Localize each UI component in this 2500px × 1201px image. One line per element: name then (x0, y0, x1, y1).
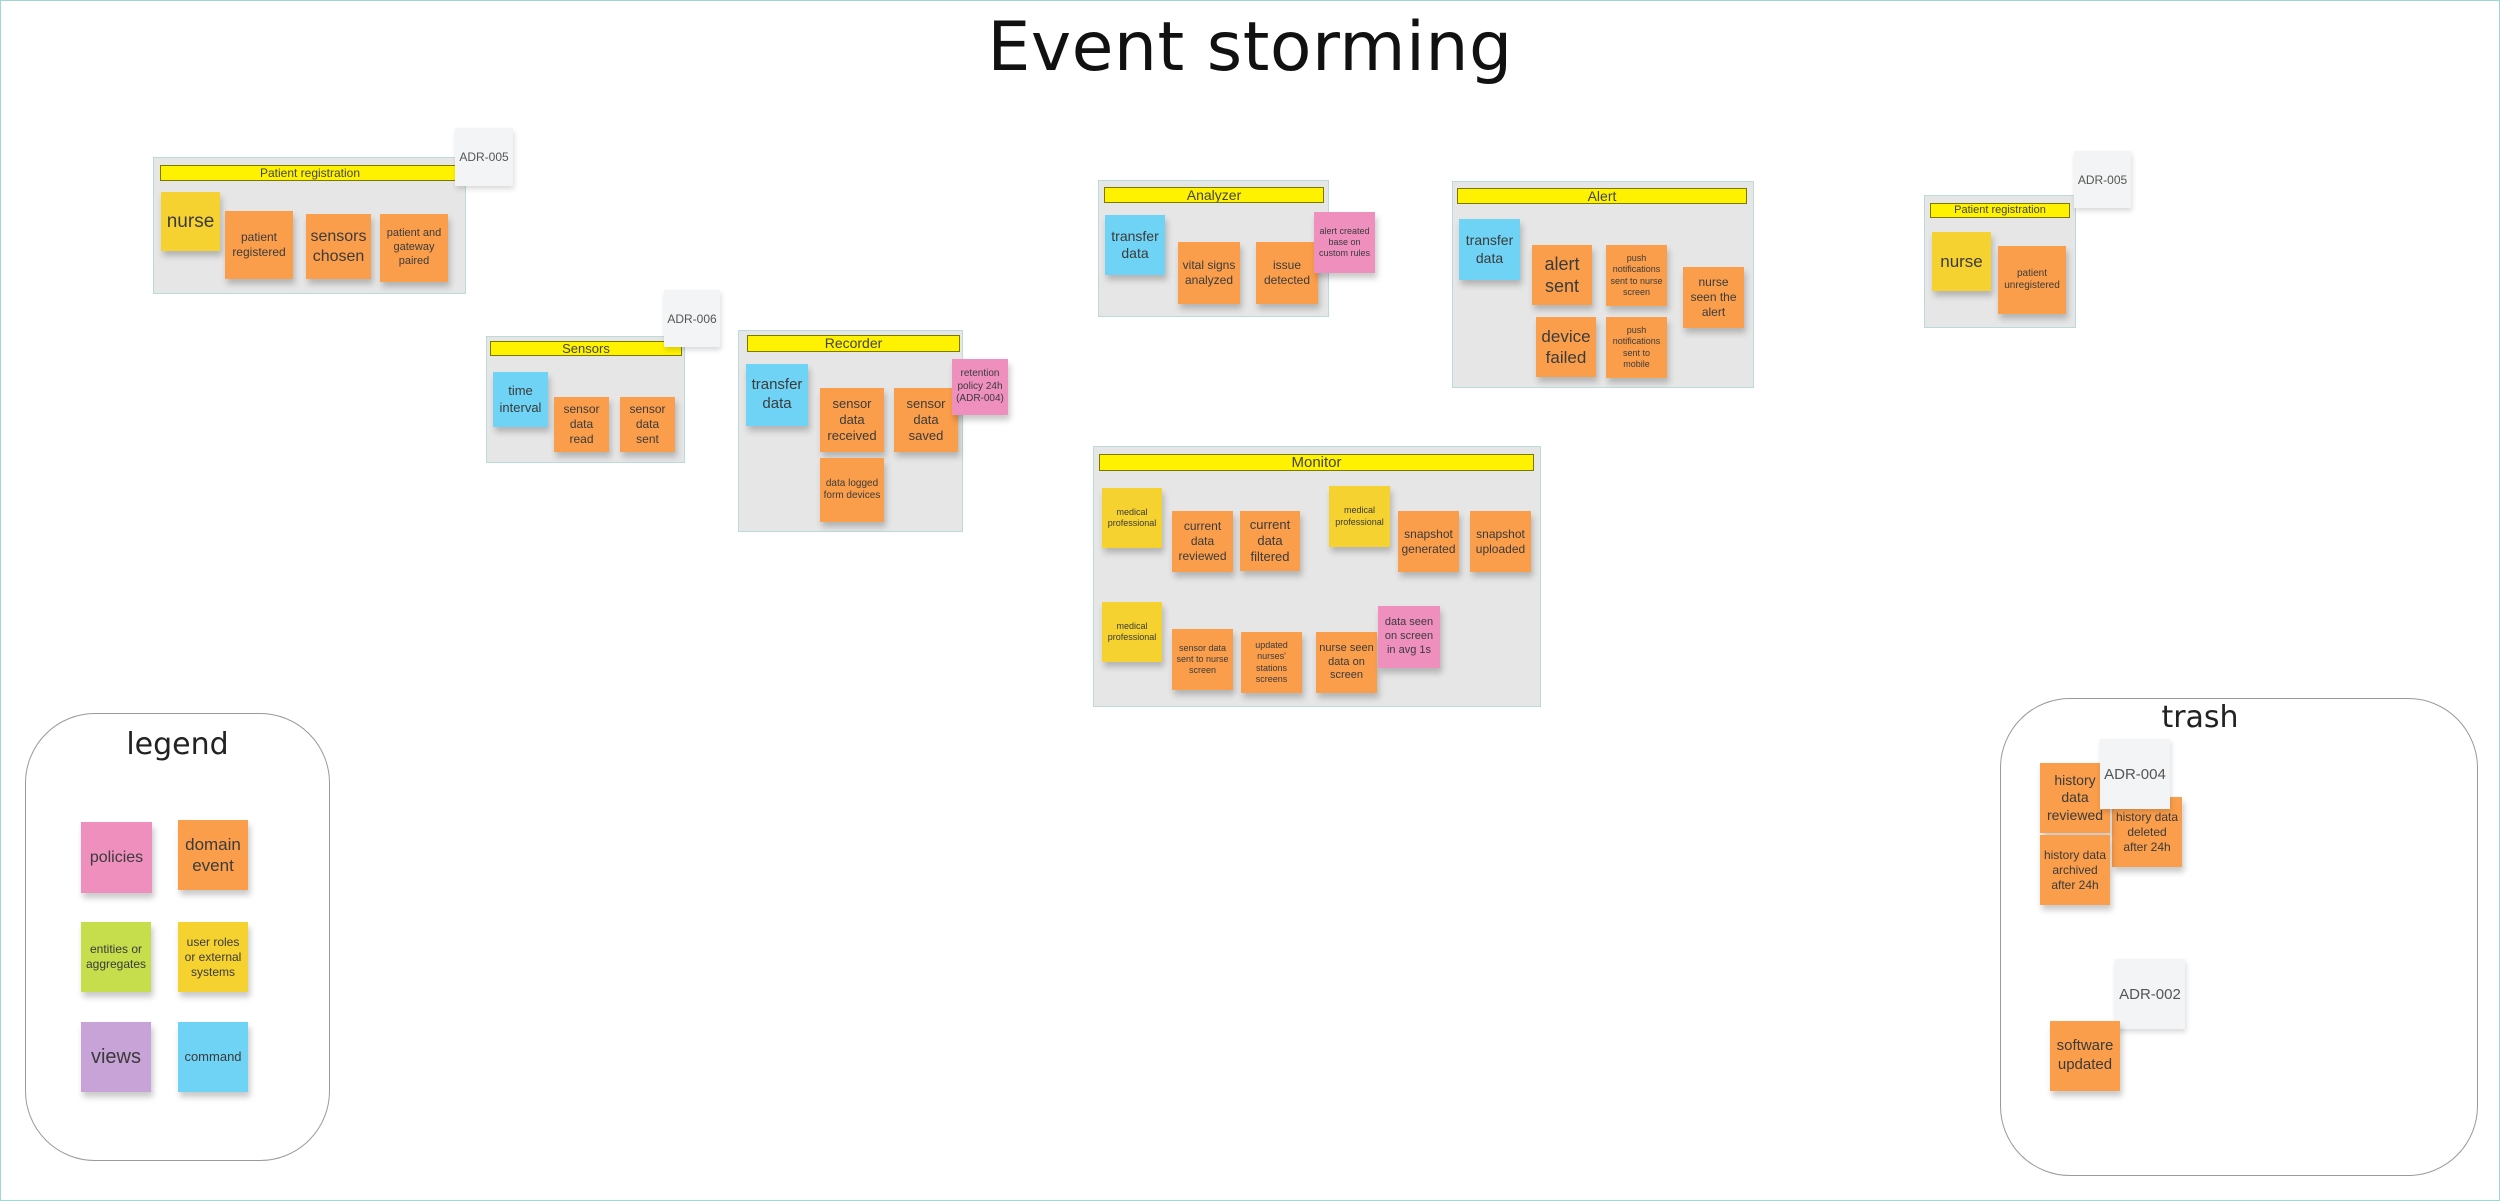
policy-note[interactable]: data seen on screen in avg 1s (1378, 606, 1440, 668)
policy-note[interactable]: retention policy 24h (ADR-004) (952, 359, 1008, 415)
legend-command-note: command (178, 1022, 248, 1092)
legend-entities-note: entities or aggregates (81, 922, 151, 992)
domain-event-note[interactable]: history data archived after 24h (2040, 835, 2110, 905)
user-role-note[interactable]: medical professional (1102, 488, 1162, 548)
legend-region (25, 713, 330, 1161)
domain-event-note[interactable]: patient and gateway paired (380, 214, 448, 282)
domain-event-note[interactable]: sensor data sent to nurse screen (1172, 629, 1233, 690)
trash-region (2000, 698, 2478, 1176)
adr-note[interactable]: ADR-005 (455, 128, 513, 186)
policy-note[interactable]: alert created base on custom rules (1314, 212, 1375, 273)
domain-event-note[interactable]: software updated (2050, 1021, 2120, 1091)
user-role-note[interactable]: medical professional (1329, 486, 1390, 547)
frame-label-sensors: Sensors (490, 341, 682, 356)
domain-event-note[interactable]: nurse seen data on screen (1316, 632, 1377, 693)
user-role-note[interactable]: nurse (161, 192, 220, 251)
domain-event-note[interactable]: sensor data read (554, 397, 609, 452)
command-note[interactable]: transfer data (746, 364, 808, 426)
domain-event-note[interactable]: vital signs analyzed (1178, 242, 1240, 304)
board-title: Event storming (987, 8, 1513, 87)
domain-event-note[interactable]: current data filtered (1240, 511, 1300, 571)
frame-label-analyzer: Analyzer (1104, 187, 1324, 203)
domain-event-note[interactable]: snapshot uploaded (1470, 511, 1531, 572)
user-role-note[interactable]: medical professional (1102, 602, 1162, 662)
domain-event-note[interactable]: device failed (1536, 317, 1596, 377)
domain-event-note[interactable]: sensor data sent (620, 397, 675, 452)
adr-note[interactable]: ADR-006 (664, 290, 720, 347)
command-note[interactable]: transfer data (1105, 215, 1165, 275)
frame-label-patient-registration: Patient registration (1930, 203, 2070, 218)
domain-event-note[interactable]: snapshot generated (1398, 511, 1459, 572)
user-role-note[interactable]: nurse (1932, 232, 1991, 291)
domain-event-note[interactable]: push notifications sent to mobile (1606, 317, 1667, 378)
domain-event-note[interactable]: history data reviewed (2040, 763, 2110, 833)
domain-event-note[interactable]: data logged form devices (820, 458, 884, 522)
domain-event-note[interactable]: issue detected (1256, 242, 1318, 304)
domain-event-note[interactable]: alert sent (1532, 245, 1592, 305)
command-note[interactable]: time interval (493, 372, 548, 427)
domain-event-note[interactable]: sensor data received (820, 388, 884, 452)
frame-label-patient-registration: Patient registration (160, 165, 460, 181)
domain-event-note[interactable]: push notifications sent to nurse screen (1606, 245, 1667, 306)
domain-event-note[interactable]: current data reviewed (1172, 511, 1233, 572)
legend-title: legend (126, 727, 229, 762)
legend-domain-event-note: domain event (178, 820, 248, 890)
command-note[interactable]: transfer data (1459, 219, 1520, 280)
domain-event-note[interactable]: patient registered (225, 211, 293, 279)
adr-note[interactable]: ADR-004 (2100, 739, 2170, 809)
adr-note[interactable]: ADR-005 (2074, 151, 2131, 208)
frame-label-recorder: Recorder (747, 335, 960, 352)
trash-title: trash (2161, 700, 2239, 735)
domain-event-note[interactable]: updated nurses' stations screens (1241, 632, 1302, 693)
legend-user-roles-note: user roles or external systems (178, 922, 248, 992)
adr-note[interactable]: ADR-002 (2115, 959, 2185, 1029)
domain-event-note[interactable]: sensors chosen (306, 214, 371, 279)
frame-label-alert: Alert (1457, 188, 1747, 204)
legend-policies-note: policies (81, 822, 152, 893)
domain-event-note[interactable]: nurse seen the alert (1683, 267, 1744, 328)
domain-event-note[interactable]: patient unregistered (1998, 246, 2066, 314)
legend-views-note: views (81, 1022, 151, 1092)
domain-event-note[interactable]: sensor data saved (894, 388, 958, 452)
frame-label-monitor: Monitor (1099, 454, 1534, 471)
